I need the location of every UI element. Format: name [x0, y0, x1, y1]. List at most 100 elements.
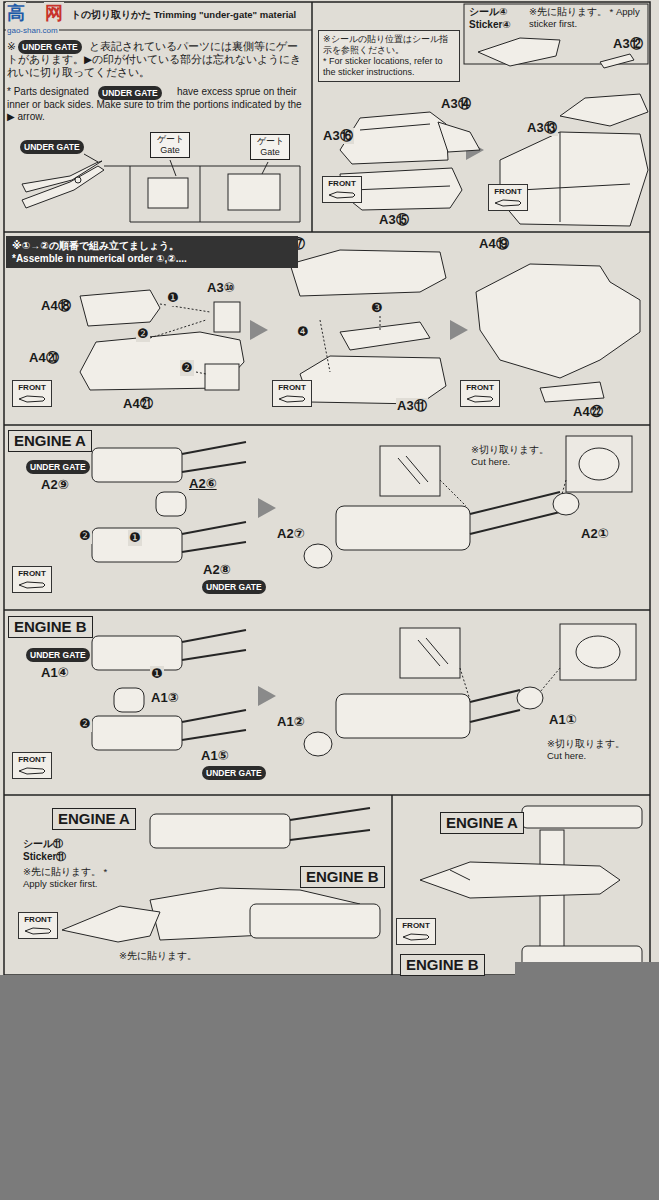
engine-b-parts — [114, 688, 144, 712]
covered-area — [515, 962, 659, 975]
part-number: A1③ — [150, 690, 180, 706]
watermark: gao-shan.com — [6, 26, 59, 36]
node-text: ENGINE B — [406, 956, 479, 974]
front-ship-icon — [23, 926, 53, 936]
part-number: A4⑲ — [478, 236, 510, 252]
fuselage-parts — [290, 250, 446, 296]
gate-callout: ゲート Gate — [250, 134, 290, 160]
front-ship-icon — [17, 766, 47, 776]
engine-b-parts — [560, 624, 636, 680]
engine-a-parts — [336, 506, 470, 550]
engine-b-parts — [336, 694, 470, 738]
engine-label: ENGINE B — [8, 616, 93, 638]
step-number: ❷ — [78, 716, 92, 732]
node-text: ENGINE A — [58, 810, 130, 828]
node-text: ※シールの貼り位置はシール指示を参照ください。 — [323, 34, 455, 56]
node-text: UNDER GATE — [206, 767, 262, 779]
engine-a-parts — [380, 446, 440, 496]
engine-b-parts — [92, 624, 636, 756]
assembled-ship — [62, 906, 160, 942]
engine-a-parts — [470, 492, 560, 534]
cockpit-parts — [560, 94, 648, 126]
node-text: ENGINE B — [14, 618, 87, 636]
fuselage-parts — [80, 290, 160, 326]
assembled-ship — [150, 814, 290, 848]
node-text: ENGINE A — [446, 814, 518, 832]
cockpit-parts — [360, 124, 430, 130]
engine-a-parts — [553, 493, 579, 515]
front-ship-icon — [277, 394, 307, 404]
front-ship-icon — [329, 192, 355, 198]
sticker-note: シール④ Sticker④ — [468, 6, 526, 31]
part-number: A1① — [548, 712, 578, 728]
sticker-note: ※先に貼ります。 * Apply sticker first. — [22, 866, 134, 890]
nipper-and-sprue — [22, 154, 300, 222]
part-number: A4⑱ — [40, 298, 72, 314]
front-icon-box: FRONT — [272, 380, 312, 407]
front-ship-icon — [495, 200, 521, 206]
cockpit-parts — [520, 184, 630, 190]
panel-frame — [4, 609, 650, 611]
engine-label: ENGINE A — [440, 812, 524, 834]
engine-label: ENGINE A — [52, 808, 136, 830]
step-number: ❷ — [136, 326, 150, 342]
part-number: A4⑳ — [28, 350, 60, 366]
engine-a-parts — [92, 448, 182, 482]
cockpit-parts — [500, 132, 648, 226]
front-ship-icon — [17, 580, 47, 590]
cockpit-parts — [600, 54, 634, 68]
assembled-ship — [62, 806, 642, 968]
engine-a-parts — [566, 436, 632, 492]
cockpit-parts — [340, 112, 448, 164]
engine-b-parts — [182, 710, 246, 740]
engine-a-parts — [304, 544, 332, 568]
front-icon-box: FRONT — [322, 176, 362, 203]
node-text: ゲート Gate — [254, 136, 286, 158]
engine-a-parts — [156, 492, 186, 516]
front-icon-box: FRONT — [18, 912, 58, 939]
nipper-and-sprue — [148, 178, 188, 208]
node-text: ※①→②の順番で組み立てましょう。 — [12, 239, 292, 252]
cockpit-parts — [560, 132, 561, 222]
node-text: UNDER GATE — [30, 649, 86, 661]
cockpit-parts — [478, 38, 560, 66]
step-number: ❶ — [166, 290, 180, 306]
node-text: UNDER GATE — [102, 87, 158, 99]
engine-b-parts — [470, 690, 520, 722]
part-number: A2⑥ — [188, 476, 218, 492]
covered-area — [0, 962, 659, 1200]
node-text: UNDER GATE — [22, 41, 78, 53]
front-icon-box: FRONT — [12, 566, 52, 593]
front-ship-icon — [25, 928, 51, 934]
engine-b-parts — [400, 628, 460, 678]
gate-callout: ゲート Gate — [150, 132, 190, 158]
fuselage-parts — [214, 302, 240, 332]
engine-label: ENGINE B — [300, 866, 385, 888]
engine-b-parts — [92, 636, 182, 670]
step-number: ❶ — [128, 530, 142, 546]
fuselage-parts — [476, 264, 640, 378]
section-heading: トの切り取りかた Trimming "under-gate" material — [70, 9, 297, 21]
front-icon-box: FRONT — [488, 184, 528, 211]
under-gate-badge: UNDER GATE — [26, 460, 90, 474]
engine-b-parts — [460, 668, 560, 700]
part-number: A3⑭ — [440, 96, 472, 112]
node-text: FRONT — [17, 755, 47, 765]
fuselage-parts — [340, 322, 430, 350]
under-gate-badge: UNDER GATE — [202, 580, 266, 594]
panel-frame — [4, 231, 650, 233]
under-gate-badge: UNDER GATE — [18, 40, 82, 54]
part-number: A3⑪ — [396, 398, 428, 414]
nipper-and-sprue — [228, 174, 280, 210]
nipper-and-sprue — [22, 161, 102, 192]
front-icon-box: FRONT — [12, 752, 52, 779]
front-ship-icon — [19, 768, 45, 774]
cockpit-parts — [352, 186, 450, 190]
cockpit-parts — [438, 122, 480, 152]
engine-a-parts — [579, 448, 619, 480]
node-text: UNDER GATE — [30, 461, 86, 473]
part-number: A3⑯ — [322, 128, 354, 144]
step-number: ❷ — [78, 528, 92, 544]
part-number: A1② — [276, 714, 306, 730]
engine-a-parts — [398, 456, 428, 484]
